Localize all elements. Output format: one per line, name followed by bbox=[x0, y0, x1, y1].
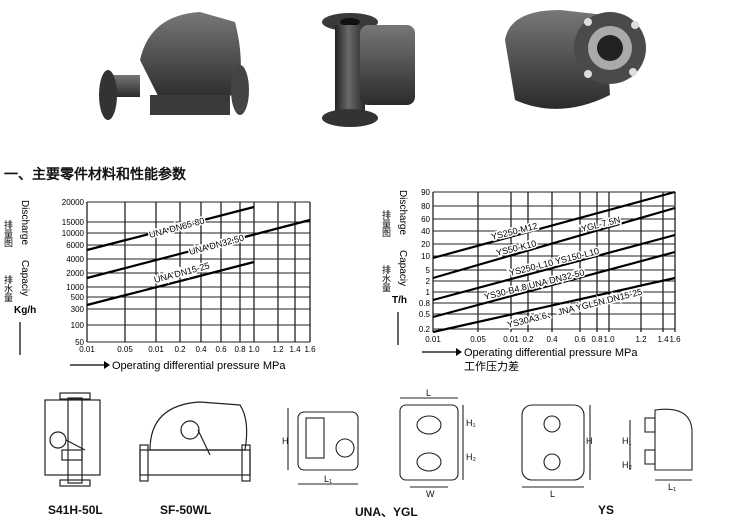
x-tick-label: 1.6 bbox=[669, 335, 681, 344]
x-tick-label: 0.05 bbox=[117, 345, 133, 354]
x-tick-label: 1.2 bbox=[635, 335, 647, 344]
y-axis-label-cn-1: 排量图 bbox=[381, 209, 391, 238]
x-tick-label: 0.6 bbox=[574, 335, 586, 344]
y-axis-unit: T/h bbox=[392, 295, 407, 306]
x-tick-label: 0.6 bbox=[215, 345, 227, 354]
caption-una-ygl: UNA、YGL bbox=[355, 505, 418, 519]
series-line bbox=[86, 218, 311, 280]
y-axis-label-cn-2: 排水量 bbox=[381, 264, 391, 292]
x-axis-label: Operating differential pressure MPa bbox=[112, 360, 286, 372]
y-tick-label: 6000 bbox=[66, 241, 84, 250]
x-axis-label: Operating differential pressure MPa bbox=[464, 347, 638, 359]
svg-text:H₂: H₂ bbox=[466, 452, 476, 462]
y-tick-label: 0.2 bbox=[419, 325, 431, 334]
y-tick-label: 0.8 bbox=[419, 299, 431, 308]
x-tick-label: 0.01 bbox=[425, 335, 441, 344]
x-tick-label: 0.8 bbox=[591, 335, 603, 344]
caption-s41h-50l: S41H-50L bbox=[48, 503, 103, 517]
x-tick-label: 0.01 bbox=[79, 345, 95, 354]
svg-text:H: H bbox=[586, 436, 593, 446]
y-tick-label: 500 bbox=[71, 293, 85, 302]
x-tick-label: 1.2 bbox=[272, 345, 284, 354]
y-tick-label: 20 bbox=[421, 240, 430, 249]
diagram-s41h-50l bbox=[44, 392, 101, 487]
series-line bbox=[432, 233, 676, 302]
y-tick-label: 2 bbox=[426, 277, 431, 286]
svg-text:W: W bbox=[426, 489, 435, 499]
svg-text:H₁: H₁ bbox=[466, 418, 476, 428]
y-axis-label-cn-2: 排水量 bbox=[3, 274, 13, 302]
svg-text:H₂: H₂ bbox=[622, 460, 632, 470]
y-tick-label: 1 bbox=[426, 288, 431, 297]
y-tick-label: 2000 bbox=[66, 269, 84, 278]
y-tick-label: 1000 bbox=[66, 283, 84, 292]
series-line bbox=[86, 260, 255, 307]
diagram-sf-50wl bbox=[139, 401, 251, 482]
y-axis-label-cn-1: 排量图 bbox=[3, 219, 13, 248]
y-tick-label: 100 bbox=[71, 321, 85, 330]
x-axis-arrowhead bbox=[456, 348, 462, 356]
x-tick-label: 1.4 bbox=[289, 345, 301, 354]
y-axis-label-capacity: Capaciy bbox=[19, 260, 30, 296]
y-axis-label-discharge: Discharge bbox=[397, 190, 408, 235]
svg-text:H₁: H₁ bbox=[622, 436, 632, 446]
svg-text:L₁: L₁ bbox=[324, 474, 332, 484]
section-heading: 一、主要零件材料和性能参数 bbox=[4, 166, 186, 182]
x-tick-label: 0.05 bbox=[470, 335, 486, 344]
y-tick-label: 300 bbox=[71, 305, 85, 314]
series-line bbox=[432, 206, 676, 280]
y-tick-label: 60 bbox=[421, 215, 430, 224]
dimension-labels: H L₁ L H₁ H₂ W H L H₁ H₂ L₁ bbox=[282, 388, 676, 499]
x-axis-label-cn: 工作压力差 bbox=[464, 359, 519, 373]
series-line bbox=[86, 205, 255, 252]
y-axis-label-capacity: Capaciy bbox=[397, 250, 408, 286]
y-tick-label: 20000 bbox=[62, 198, 85, 207]
y-tick-label: 15000 bbox=[62, 218, 85, 227]
y-tick-label: 10000 bbox=[62, 229, 85, 238]
x-tick-label: 1.6 bbox=[304, 345, 316, 354]
x-tick-label: 1.4 bbox=[657, 335, 669, 344]
x-tick-label: 0.8 bbox=[234, 345, 246, 354]
series-line bbox=[432, 276, 676, 334]
float-trap-photo-1 bbox=[99, 12, 249, 120]
x-tick-label: 0.4 bbox=[195, 345, 207, 354]
svg-text:L: L bbox=[550, 489, 555, 499]
y-tick-label: 90 bbox=[421, 188, 430, 197]
svg-text:L₁: L₁ bbox=[668, 482, 676, 492]
diagram-ys bbox=[521, 404, 693, 488]
y-tick-label: 40 bbox=[421, 227, 430, 236]
x-tick-label: 1.0 bbox=[248, 345, 260, 354]
diagram-una-ygl bbox=[287, 397, 464, 488]
y-axis-unit: Kg/h bbox=[14, 305, 36, 316]
caption-ys: YS bbox=[598, 503, 615, 517]
float-trap-photo-2 bbox=[322, 13, 415, 127]
x-tick-label: 0.2 bbox=[522, 335, 534, 344]
x-tick-label: 0.2 bbox=[174, 345, 186, 354]
x-axis-arrowhead bbox=[104, 361, 110, 369]
series-label: YS30A3.6、 JNA YGL5N DN15-25 bbox=[506, 287, 643, 330]
caption-sf-50wl: SF-50WL bbox=[160, 503, 212, 517]
y-tick-label: 4000 bbox=[66, 255, 84, 264]
y-tick-label: 80 bbox=[421, 202, 430, 211]
y-axis-label-discharge: Discharge bbox=[19, 200, 30, 245]
float-trap-photo-3 bbox=[505, 10, 646, 109]
svg-text:H: H bbox=[282, 436, 289, 446]
svg-text:L: L bbox=[426, 388, 431, 398]
x-tick-label: 1.0 bbox=[603, 335, 615, 344]
x-tick-label: 0.4 bbox=[546, 335, 558, 344]
y-tick-label: 5 bbox=[426, 266, 431, 275]
y-tick-label: 0.5 bbox=[419, 310, 431, 319]
series-line bbox=[432, 190, 676, 260]
x-tick-label: 0.01 bbox=[503, 335, 519, 344]
y-tick-label: 10 bbox=[421, 252, 430, 261]
y-tick-label: 50 bbox=[75, 338, 84, 347]
x-tick-label: 0.01 bbox=[148, 345, 164, 354]
series-line bbox=[432, 250, 676, 319]
